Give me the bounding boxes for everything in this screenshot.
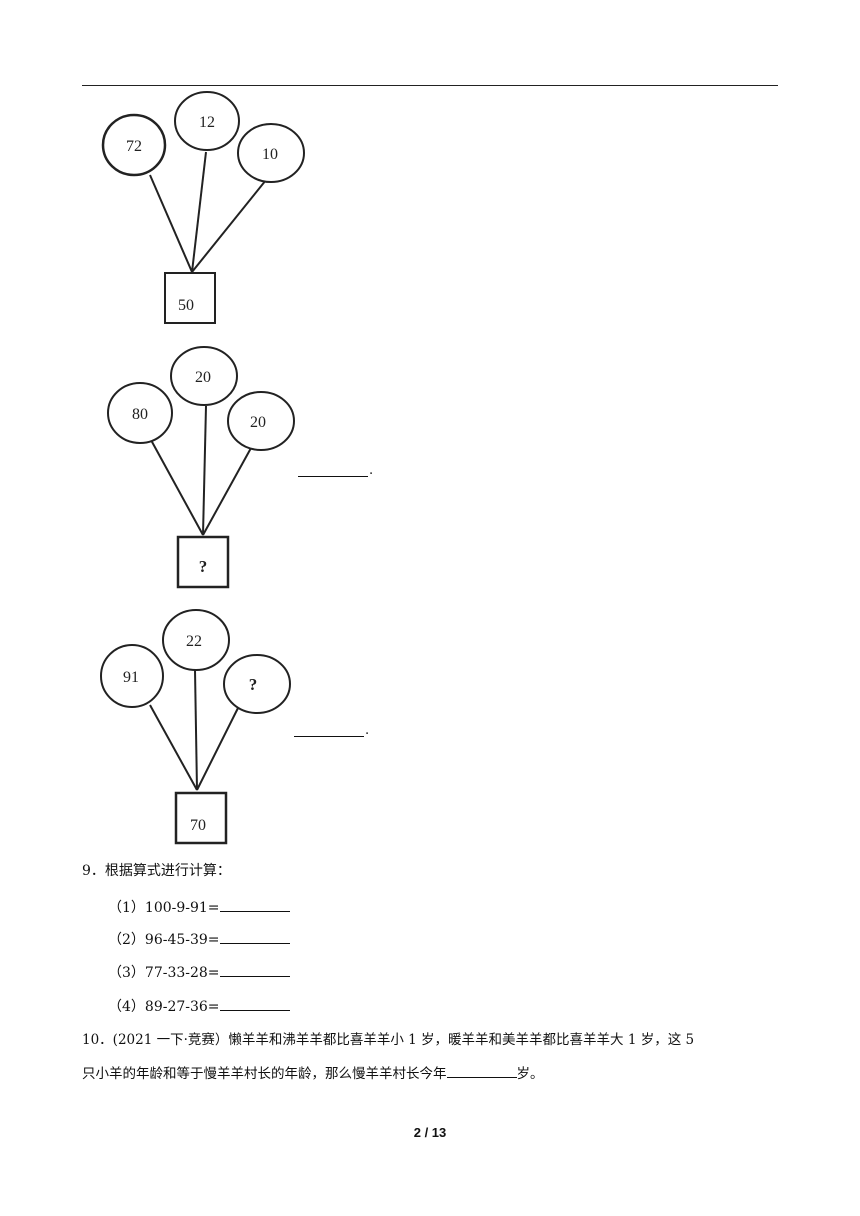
answer-dot: .: [365, 723, 370, 738]
balloon: [107, 382, 173, 444]
equation-text: （1）100-9-91=: [108, 900, 220, 916]
balloon-label: 91: [123, 669, 139, 686]
question-9-title: 9．根据算式进行计算：: [82, 863, 231, 879]
answer-blank[interactable]: [219, 897, 290, 912]
question-10-line-2: 只小羊的年龄和等于慢羊羊村长的年龄，那么慢羊羊村长今年 岁。: [82, 1063, 544, 1084]
answer-blank[interactable]: [219, 962, 290, 977]
balloon-label: 20: [195, 369, 211, 386]
balloon-label: 80: [132, 406, 148, 423]
balloon: [170, 346, 238, 406]
question-9-item: （2）96-45-39=: [108, 929, 290, 950]
page-number: 2 / 13: [413, 1125, 447, 1140]
question-10-unit: 岁。: [516, 1066, 544, 1082]
balloon: [100, 644, 164, 708]
equation-text: （4）89-27-36=: [108, 999, 220, 1015]
balloon-figure-2: 80 20 20 ?: [107, 346, 295, 589]
answer-box: [174, 791, 228, 845]
question-9-item: （3）77-33-28=: [108, 962, 290, 983]
balloon: [162, 609, 230, 671]
answer-dot: .: [369, 463, 374, 478]
question-10-line-1: 10．(2021 一下·竞赛）懒羊羊和沸羊羊都比喜羊羊小 1 岁，暖羊羊和美羊羊…: [82, 1032, 695, 1048]
answer-blank[interactable]: [219, 996, 290, 1011]
answer-box: [176, 535, 230, 589]
balloon-label: 12: [199, 114, 215, 131]
question-9-item: （1）100-9-91=: [108, 897, 290, 918]
question-10-text: 只小羊的年龄和等于慢羊羊村长的年龄，那么慢羊羊村长今年: [82, 1066, 447, 1082]
balloon-label: 20: [250, 414, 266, 431]
balloon: [223, 654, 291, 714]
balloon-figure-3: 91 22 ? 70: [100, 609, 291, 845]
balloon-label: ?: [249, 675, 258, 694]
question-9-item: （4）89-27-36=: [108, 996, 290, 1017]
answer-blank[interactable]: [446, 1063, 517, 1078]
answer-blank-figure-3[interactable]: [294, 736, 364, 737]
header-rule: [82, 85, 778, 86]
box-label: 70: [190, 817, 206, 834]
balloon: [101, 113, 167, 177]
balloon-label: 72: [126, 138, 142, 155]
equation-text: （3）77-33-28=: [108, 965, 220, 981]
balloon: [227, 391, 295, 451]
balloon-label: 10: [262, 146, 278, 163]
balloon-figure-1: 72 12 10 50: [101, 91, 305, 324]
equation-text: （2）96-45-39=: [108, 932, 220, 948]
box-label: 50: [178, 297, 194, 314]
answer-blank[interactable]: [219, 929, 290, 944]
balloon-label: 22: [186, 633, 202, 650]
balloon: [174, 91, 240, 151]
balloon: [237, 123, 305, 183]
box-label: ?: [199, 557, 208, 576]
answer-blank-figure-2[interactable]: [298, 476, 368, 477]
answer-box: [164, 272, 216, 324]
